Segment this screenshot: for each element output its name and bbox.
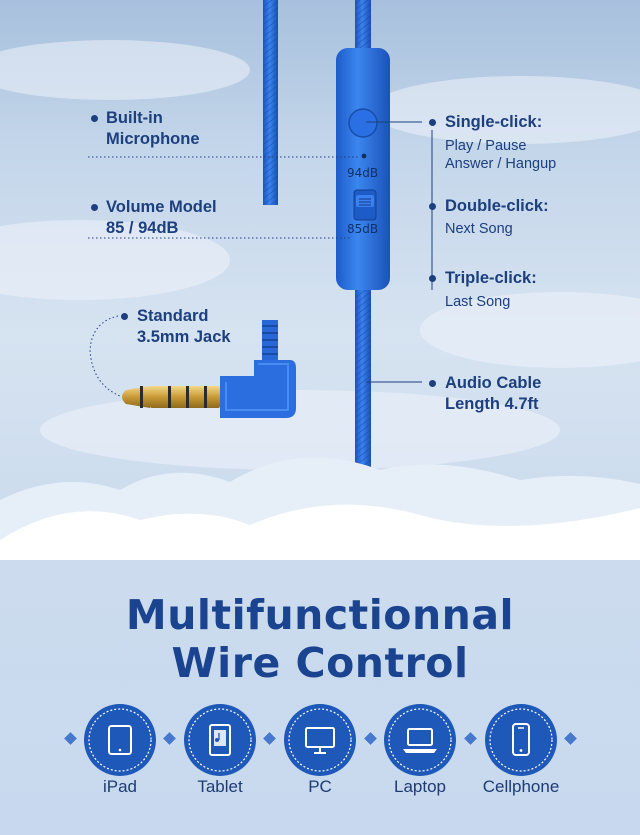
- volume-label-line2: 85 / 94dB: [106, 219, 179, 237]
- volume-label-line1: Volume Model: [106, 198, 217, 216]
- device-label-ipad: iPad: [102, 777, 138, 796]
- divider-diamond: [464, 732, 477, 745]
- product-illustration: [0, 0, 640, 560]
- single-click-title: Single-click:: [445, 113, 543, 131]
- double-click-title: Double-click:: [445, 197, 549, 215]
- divider-diamond: [564, 732, 577, 745]
- jack-label-line2: 3.5mm Jack: [137, 328, 231, 346]
- mic-hole: [361, 153, 367, 159]
- device-label-pc: PC: [308, 777, 332, 796]
- single-click-line2: Answer / Hangup: [445, 156, 557, 172]
- cable-label-line2: Length 4.7ft: [445, 395, 539, 413]
- triple-click-title: Triple-click:: [445, 269, 537, 287]
- triple-click-line: Last Song: [445, 294, 511, 310]
- inline-remote: [336, 48, 390, 290]
- triple-click-bullet: [429, 275, 436, 282]
- remote-label-94db: 94dB: [347, 166, 379, 180]
- jack-label-line1: Standard: [137, 307, 209, 325]
- clouds: [0, 40, 640, 470]
- microphone-label-line2: Microphone: [106, 130, 200, 148]
- cable-label-line1: Audio Cable: [445, 374, 542, 392]
- double-click-line: Next Song: [445, 221, 513, 237]
- device-label-cellphone: Cellphone: [482, 777, 560, 796]
- front-hills: [0, 504, 640, 560]
- jack-bullet: [121, 313, 128, 320]
- microphone-label-line1: Built-in: [106, 109, 163, 127]
- volume-bullet: [91, 204, 98, 211]
- ipad-icon: [84, 704, 156, 776]
- headline-line1: Multifunctionnal: [125, 591, 515, 639]
- tablet-icon: [184, 704, 256, 776]
- cellphone-icon: [485, 704, 557, 776]
- device-label-tablet: Tablet: [197, 777, 243, 796]
- laptop-icon: [384, 704, 456, 776]
- jack-guide: [89, 315, 121, 397]
- jack-body: [220, 360, 296, 418]
- divider-diamond: [364, 732, 377, 745]
- remote-label-85db: 85dB: [347, 222, 379, 236]
- double-click-bullet: [429, 203, 436, 210]
- headline-line2: Wire Control: [171, 639, 469, 687]
- divider-diamond: [163, 732, 176, 745]
- microphone-bullet: [91, 115, 98, 122]
- single-click-bullet: [429, 119, 436, 126]
- remote-button: [348, 108, 378, 138]
- single-click-line1: Play / Pause: [445, 138, 527, 154]
- cable-bullet: [429, 380, 436, 387]
- device-label-laptop: Laptop: [394, 777, 446, 796]
- divider-diamond: [263, 732, 276, 745]
- divider-diamond: [64, 732, 77, 745]
- pc-icon: [284, 704, 356, 776]
- gold-plug: [122, 386, 220, 408]
